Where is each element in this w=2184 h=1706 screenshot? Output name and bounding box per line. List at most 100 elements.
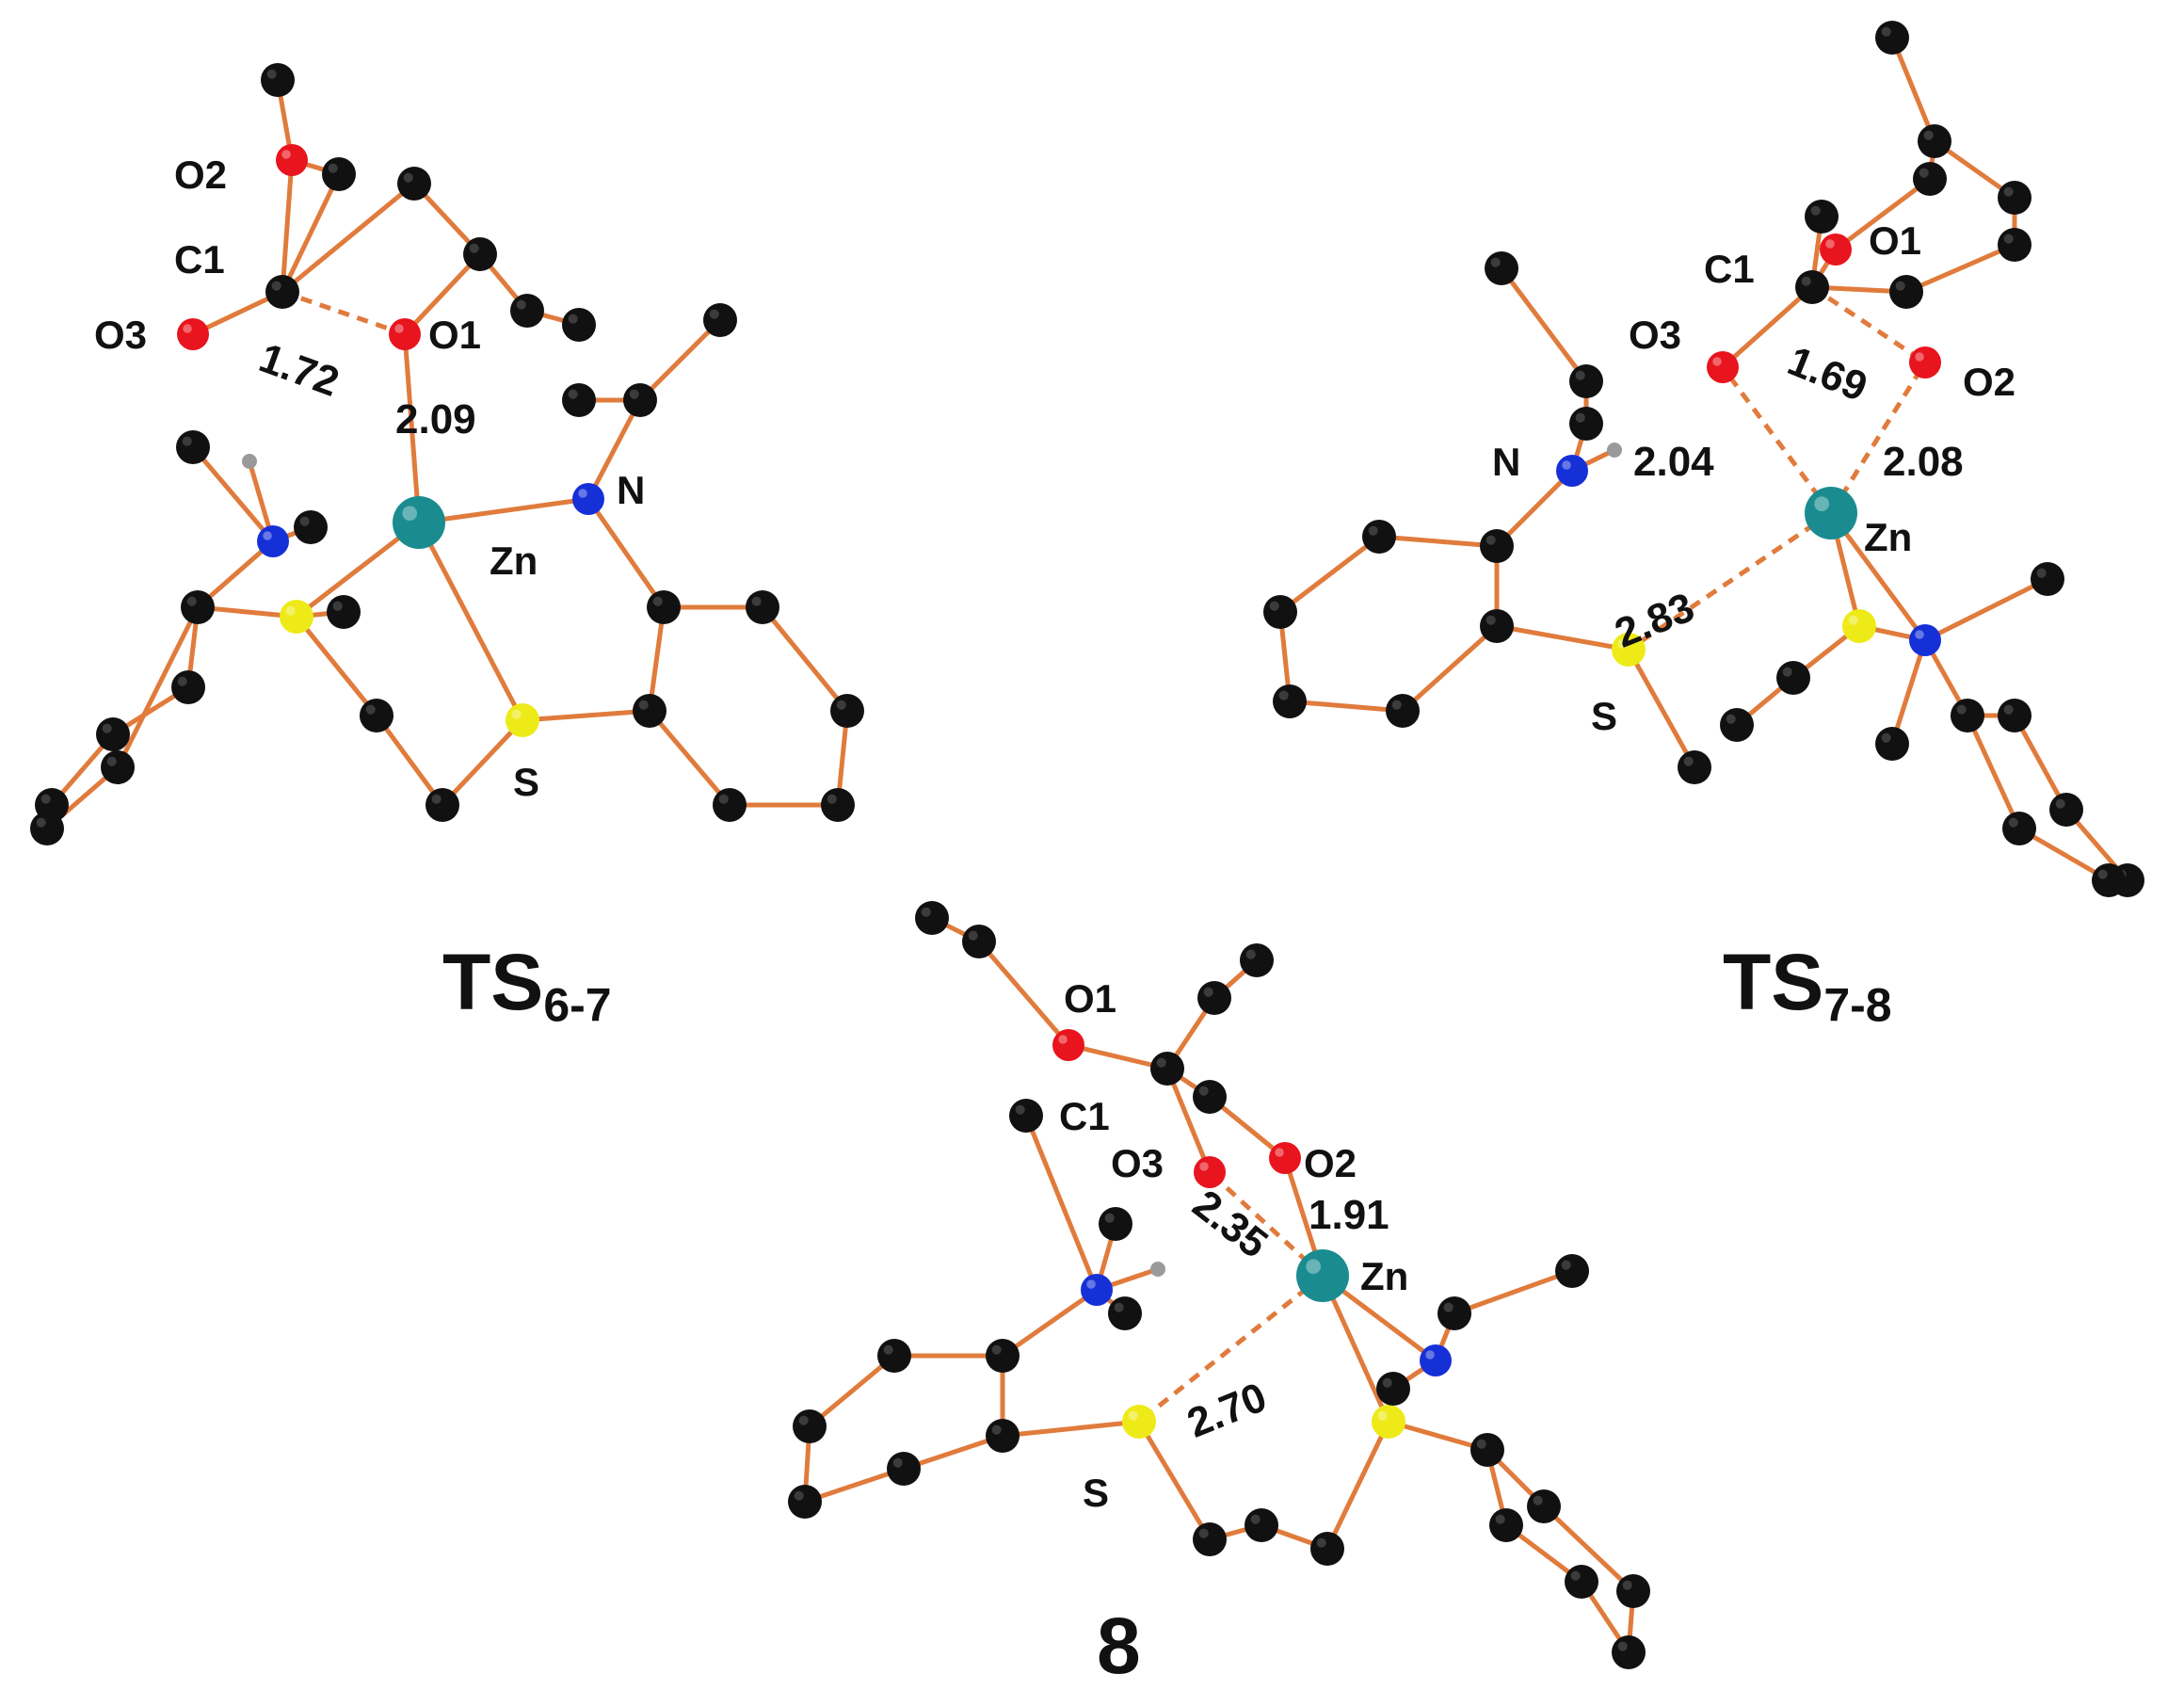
ts78-atom-highlight: [1923, 130, 1934, 140]
ts78-bond: [1287, 699, 1405, 714]
ts78-atom-highlight: [1919, 168, 1929, 178]
ts67-bond: [280, 181, 417, 295]
ts78-atom-highlight: [1278, 690, 1289, 700]
s8-bond: [1452, 1268, 1575, 1316]
ts78-atom-highlight: [1726, 714, 1736, 724]
s8-carbon-atom: [1565, 1565, 1598, 1599]
ts78-carbon-atom: [2002, 812, 2036, 845]
s8-bond: [1320, 1273, 1391, 1424]
ts78-carbon-atom: [2049, 793, 2083, 827]
ts78-atom-highlight: [1368, 525, 1378, 536]
s8-carbon-atom: [793, 1409, 827, 1443]
s8-carbon-atom: [962, 925, 996, 958]
ts67-bond: [647, 708, 732, 808]
ts67-bond: [294, 614, 379, 718]
ts78-carbon-atom: [1889, 275, 1923, 309]
ts67-bond: [280, 157, 295, 295]
ts67-carbon-atom: [96, 717, 130, 751]
s8-carbon-atom: [1527, 1489, 1561, 1523]
ts67-bond: [520, 708, 652, 723]
ts78-bond: [1376, 534, 1500, 549]
ts67-bond: [402, 331, 422, 525]
ts67-carbon-atom: [633, 694, 666, 728]
ts78-atom-highlight: [1782, 667, 1792, 677]
ts67-carbon-atom: [181, 590, 215, 624]
s8-carbon-atom: [1009, 1099, 1043, 1133]
ts78-atom-highlight: [1712, 357, 1722, 366]
ts67-atom-highlight: [182, 436, 192, 446]
ts78-atom-highlight: [1881, 732, 1891, 743]
ts78-carbon-atom: [1998, 181, 2031, 215]
ts67-carbon-atom: [360, 699, 393, 732]
s8-bond: [1023, 1113, 1100, 1293]
ts67-carbon-atom: [703, 303, 737, 337]
ts67-label-s: S: [513, 760, 539, 804]
ts78-atom-highlight: [1575, 370, 1585, 380]
ts67-carbon-atom: [101, 750, 135, 784]
ts67-carbon-atom: [327, 595, 361, 629]
ts67-atom-highlight: [469, 243, 479, 253]
s8-bond: [1386, 1419, 1490, 1453]
ts78-distance-zn-s: 2.83: [1609, 584, 1701, 657]
ts78-label-o3: O3: [1629, 313, 1681, 357]
ts67-atom-highlight: [836, 700, 846, 710]
ts67-atom-highlight: [285, 605, 296, 616]
s8-atom-highlight: [1086, 1280, 1096, 1289]
ts67-carbon-atom: [176, 430, 210, 464]
s8-carbon-atom: [1099, 1207, 1132, 1241]
ts67-atom-highlight: [629, 389, 639, 399]
ts78-atom-highlight: [1825, 239, 1835, 249]
ts78-bond: [2016, 826, 2112, 883]
ts78-carbon-atom: [1569, 364, 1603, 398]
ts67-sulfur-atom: [280, 600, 313, 634]
ts67-label-o3: O3: [94, 313, 147, 357]
s8-carbon-atom: [1376, 1372, 1410, 1406]
ts78-atom-highlight: [2036, 568, 2047, 578]
ts78-bond: [1626, 647, 1697, 770]
ts78-atom-highlight: [2003, 233, 2014, 244]
s8-atom-highlight: [1128, 1410, 1138, 1421]
s8-carbon-atom: [1197, 981, 1231, 1015]
s8-bond: [802, 1466, 907, 1505]
ts67-atom-highlight: [511, 709, 522, 719]
s8-label-o1: O1: [1064, 976, 1116, 1021]
s8-carbon-atom: [887, 1452, 921, 1486]
ts67-oxygen-atom: [177, 318, 209, 350]
atoms-layer: [30, 21, 2144, 1669]
s8-nitrogen-atom: [1420, 1344, 1452, 1376]
s8-carbon-atom: [1310, 1532, 1344, 1566]
s8-bond: [1136, 1419, 1212, 1542]
ts67-atom-highlight: [40, 794, 51, 804]
ts67-carbon-atom: [30, 812, 64, 845]
s8-label-c1: C1: [1059, 1094, 1110, 1138]
ts78-dashed-contact: [1627, 510, 1833, 652]
ts78-carbon-atom: [1485, 251, 1518, 285]
ts78-atom-highlight: [1485, 535, 1496, 545]
s8-bond: [1000, 1419, 1142, 1439]
ts67-atom-highlight: [751, 596, 762, 606]
s8-atom-highlight: [1015, 1104, 1025, 1115]
ts78-sulfur-atom: [1842, 609, 1876, 643]
ts78-atom-highlight: [1915, 630, 1924, 639]
ts78-carbon-atom: [1273, 684, 1307, 718]
ts67-atom-highlight: [332, 601, 343, 611]
ts78-carbon-atom: [1569, 407, 1603, 441]
s8-oxygen-atom: [1269, 1142, 1301, 1174]
s8-carbon-atom: [1108, 1296, 1142, 1330]
ts67-atom-highlight: [186, 596, 197, 606]
ts67-atom-highlight: [266, 69, 277, 79]
ts78-carbon-atom: [1386, 694, 1420, 728]
ts78-carbon-atom: [2031, 562, 2064, 596]
ts67-atom-highlight: [299, 516, 310, 526]
ts67-distance-c1-o1: 1.72: [253, 335, 345, 406]
ts78-label-s: S: [1591, 694, 1617, 738]
s8-carbon-atom: [1612, 1635, 1646, 1669]
ts78-bond: [1828, 510, 1928, 643]
s8-atom-highlight: [1199, 1162, 1209, 1171]
s8-atom-highlight: [1495, 1514, 1505, 1524]
ts78-bond: [1965, 713, 2022, 831]
s8-hydrogen-atom: [1150, 1262, 1165, 1277]
ts67-caption: TS6-7: [442, 938, 612, 1032]
